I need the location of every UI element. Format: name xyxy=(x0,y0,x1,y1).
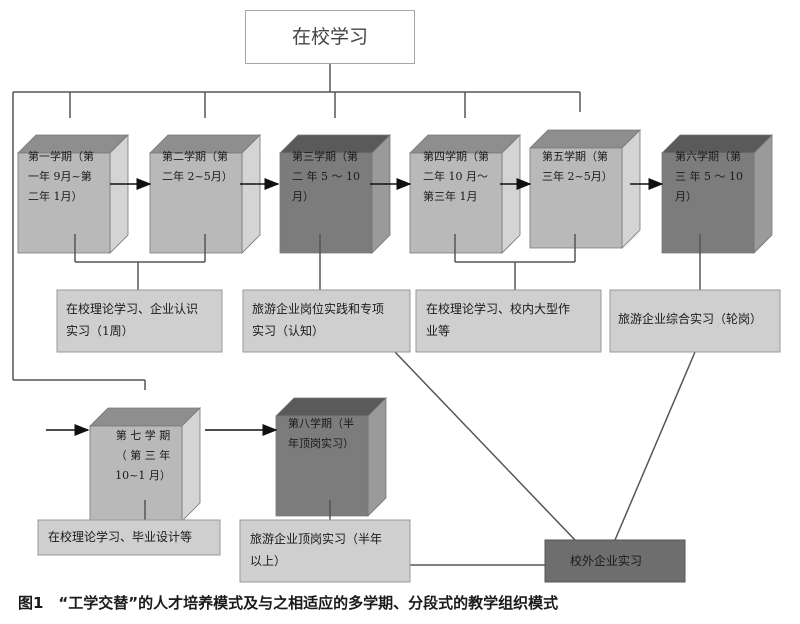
external-internship-text: 校外企业实习 xyxy=(570,554,643,568)
semester-cube-3 xyxy=(279,134,391,254)
semester-cube-2 xyxy=(149,134,261,254)
activity-4-text: 旅游企业综合实习（轮岗） xyxy=(618,312,763,326)
activity-6-text: 旅游企业顶岗实习（半年 以上） xyxy=(250,532,383,568)
semester-cube-8 xyxy=(275,397,387,517)
semester-cube-7 xyxy=(89,407,201,522)
semester-8-label: 第八学期（半 年顶岗实习） xyxy=(288,417,354,450)
activity-1-text: 在校理论学习、企业认识 实习（1周） xyxy=(66,302,199,338)
semester-6-label: 第六学期（第 三 年 5 ～ 10 月） xyxy=(675,150,743,203)
semester-cube-6 xyxy=(661,134,773,254)
semester-4-label: 第四学期（第 二年 10 月～ 第三年 1月 xyxy=(423,150,489,203)
semester-cube-5 xyxy=(529,129,641,249)
figure-caption: 图1 “工学交替”的人才培养模式及与之相适应的多学期、分段式的教学组织模式 xyxy=(18,594,559,612)
activity-connectors xyxy=(74,234,701,566)
semester-arrows xyxy=(46,178,664,436)
semester-cube-4 xyxy=(409,134,521,254)
semester-1-label: 第一学期（第 一年 9月~第 二年 1月） xyxy=(28,150,94,203)
activity-3-text: 在校理论学习、校内大型作 业等 xyxy=(426,302,571,338)
semester-2-label: 第二学期（第 二年 2~5月） xyxy=(162,150,233,183)
semester-5-label: 第五学期（第 三年 2~5月） xyxy=(542,150,613,183)
top-title-box: 在校学习 xyxy=(245,10,415,64)
activity-boxes xyxy=(37,289,781,583)
semester-7-label: 第 七 学 期 （ 第 三 年 10~1 月） xyxy=(115,429,171,482)
activity-2-text: 旅游企业岗位实践和专项 实习（认知） xyxy=(252,302,385,338)
title-connectors xyxy=(12,64,581,390)
semester-3-label: 第三学期（第 二 年 5 ～ 10 月） xyxy=(292,150,360,203)
activity-5-text: 在校理论学习、毕业设计等 xyxy=(48,530,193,544)
semester-cube-1 xyxy=(17,134,129,254)
